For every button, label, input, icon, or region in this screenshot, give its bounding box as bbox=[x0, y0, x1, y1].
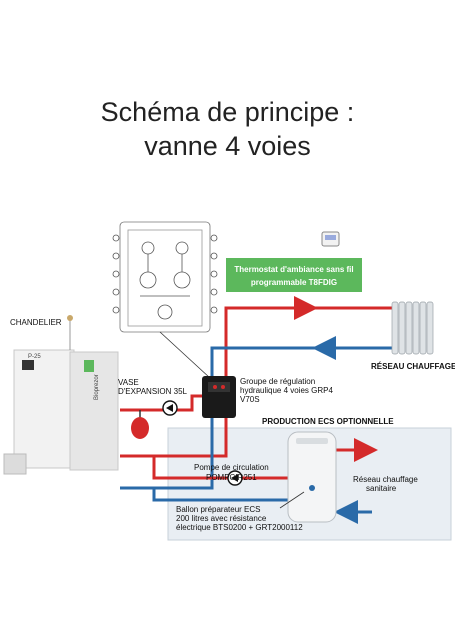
label-vase-2: D'EXPANSION 35L bbox=[118, 387, 188, 396]
pipe-ecs-cold bbox=[152, 488, 288, 502]
boiler-brand: Bioprezor bbox=[94, 374, 100, 400]
label-pompe-2: POMPCIR251 bbox=[206, 473, 257, 482]
title-line-2: vanne 4 voies bbox=[144, 131, 311, 161]
label-reseau-chauffage: RÉSEAU CHAUFFAGE bbox=[371, 362, 455, 371]
label-reseau-sanitaire-1: Réseau chauffage bbox=[353, 475, 418, 484]
label-pompe-1: Pompe de circulation bbox=[194, 463, 269, 472]
label-ballon-3: électrique BTS0200 + GRT2000112 bbox=[176, 523, 303, 532]
label-ballon-2: 200 litres avec résistance bbox=[176, 514, 267, 523]
thermostat-line-2: programmable T8FDIG bbox=[251, 278, 337, 287]
thermostat-icon bbox=[321, 231, 340, 247]
tank-icon bbox=[287, 431, 337, 523]
chandelier-icon bbox=[67, 315, 73, 350]
manifold-pointer bbox=[159, 331, 211, 379]
boiler-icon bbox=[3, 349, 119, 475]
boiler-model: P-25 bbox=[28, 354, 41, 360]
label-ballon-1: Ballon préparateur ECS bbox=[176, 505, 261, 514]
pump-icon bbox=[162, 400, 178, 416]
label-groupe-3: V70S bbox=[240, 395, 260, 404]
label-reseau-sanitaire-2: sanitaire bbox=[366, 484, 397, 493]
regulation-group-icon bbox=[202, 376, 236, 418]
ballon-pointer bbox=[279, 491, 305, 509]
pipe-cold-from-radiator bbox=[210, 346, 392, 377]
title-line-1: Schéma de principe : bbox=[100, 97, 355, 127]
thermostat-line-1: Thermostat d'ambiance sans fil bbox=[234, 265, 353, 274]
label-groupe-1: Groupe de régulation bbox=[240, 377, 315, 386]
label-groupe-2: hydraulique 4 voies GRP4 bbox=[240, 386, 333, 395]
label-vase-1: VASE bbox=[118, 378, 139, 387]
pipe-boiler-hot bbox=[120, 394, 204, 412]
thermostat-label-box bbox=[226, 258, 362, 292]
pipe-group-return bbox=[120, 416, 214, 490]
pipe-hot-to-radiator bbox=[224, 306, 392, 377]
radiator-icon bbox=[391, 301, 434, 355]
pump-ecs-icon bbox=[227, 470, 243, 486]
label-chandelier: CHANDELIER bbox=[10, 318, 62, 327]
pipe-ecs-hot bbox=[152, 456, 288, 480]
manifold-schematic bbox=[112, 221, 218, 333]
expansion-vessel-icon bbox=[131, 410, 149, 439]
label-production-ecs: PRODUCTION ECS OPTIONNELLE bbox=[262, 417, 394, 426]
